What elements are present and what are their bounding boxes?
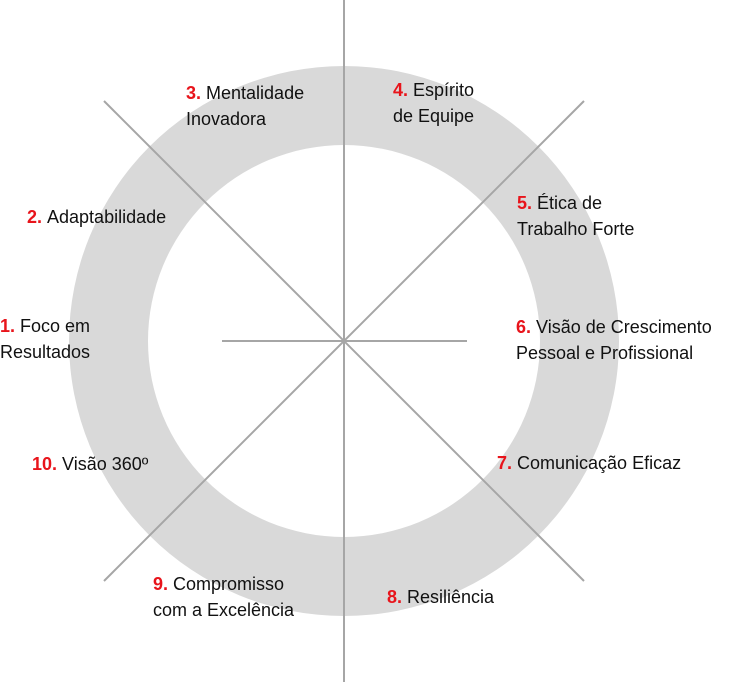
item-label-line2: Pessoal e Profissional [516, 343, 694, 363]
item-number: 10. [32, 454, 58, 474]
item-number: 6. [516, 317, 532, 337]
item-label-line2: com a Excelência [153, 600, 295, 620]
item-number: 4. [393, 80, 409, 100]
item-label-line2: de Equipe [393, 106, 475, 126]
item-label-line1: Mentalidade [206, 83, 305, 103]
item-label-line1: Espírito [413, 80, 475, 100]
item-label-line2: Inovadora [186, 109, 267, 129]
item-number: 2. [27, 207, 43, 227]
item-compromisso-com-a-excelencia: 9.Compromisso com a Excelência [153, 571, 294, 623]
item-label-line1: Visão 360º [62, 454, 149, 474]
divider-lines [103, 0, 585, 682]
item-label-line2: Resultados [0, 342, 91, 362]
item-number: 9. [153, 574, 169, 594]
item-resiliencia: 8.Resiliência [387, 584, 494, 610]
item-etica-de-trabalho-forte: 5.Ética de Trabalho Forte [517, 190, 634, 242]
item-number: 1. [0, 316, 16, 336]
item-number: 5. [517, 193, 533, 213]
item-label-line1: Compromisso [173, 574, 285, 594]
item-visao-360: 10.Visão 360º [32, 451, 148, 477]
item-label-line2: Trabalho Forte [517, 219, 635, 239]
item-number: 7. [497, 453, 513, 473]
item-mentalidade-inovadora: 3.Mentalidade Inovadora [186, 80, 304, 132]
item-visao-de-crescimento: 6.Visão de Crescimento Pessoal e Profiss… [516, 314, 712, 366]
item-label-line1: Foco em [20, 316, 91, 336]
item-number: 3. [186, 83, 202, 103]
item-foco-em-resultados: 1.Foco em Resultados [0, 313, 90, 365]
item-comunicacao-eficaz: 7.Comunicação Eficaz [497, 450, 681, 476]
item-adaptabilidade: 2.Adaptabilidade [27, 204, 166, 230]
item-label-line1: Adaptabilidade [47, 207, 167, 227]
item-label-line1: Comunicação Eficaz [517, 453, 682, 473]
item-label-line1: Ética de [537, 193, 603, 213]
item-number: 8. [387, 587, 403, 607]
item-label-line1: Resiliência [407, 587, 495, 607]
item-label-line1: Visão de Crescimento [536, 317, 712, 337]
item-espirito-de-equipe: 4.Espírito de Equipe [393, 77, 474, 129]
